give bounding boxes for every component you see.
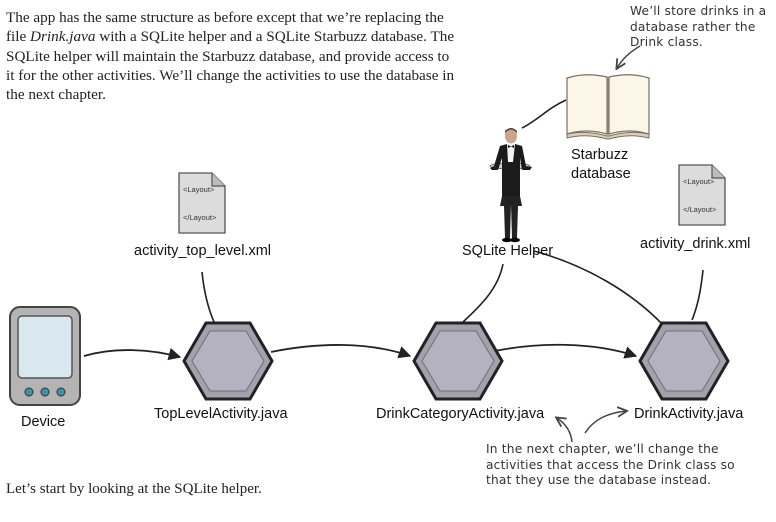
next-chapter-note: In the next chapter, we’ll change the ac… (486, 442, 735, 487)
database-book-icon (564, 70, 652, 140)
note-arrow-category (557, 418, 573, 443)
activity-hexagon-icon (410, 318, 506, 404)
connector-toplevel-layout (201, 271, 215, 323)
arrow-category-drink (494, 343, 638, 359)
intro-text-part1: The app has the same structure as before… (6, 9, 444, 46)
intro-paragraph: The app has the same structure as before… (6, 8, 456, 104)
activity-label: DrinkCategoryActivity.java (376, 406, 545, 422)
connector-drink-layout (691, 269, 704, 321)
database-note: We’ll store drinks in a database rather … (630, 4, 767, 49)
database-label: Starbuzz database (571, 146, 631, 184)
layout-tag-close: </Layout> (683, 205, 717, 214)
layout-file-label: activity_top_level.xml (134, 243, 271, 259)
device-icon (6, 304, 84, 408)
sqlite-helper-icon (480, 126, 542, 244)
note-arrow-drink (584, 411, 626, 434)
note-arrow-database (617, 45, 641, 68)
layout-tag-open: <Layout> (683, 177, 715, 186)
arrow-device-toplevel (83, 347, 182, 361)
layout-tag-open: <Layout> (183, 185, 215, 194)
layout-file-label: activity_drink.xml (640, 236, 751, 252)
connector-helper-category (462, 263, 504, 323)
database-label-line2: database (571, 166, 631, 182)
layout-file-icon: <Layout> </Layout> (676, 162, 728, 228)
connector-database-helper (521, 99, 567, 129)
arrow-toplevel-category (270, 344, 412, 359)
database-label-line1: Starbuzz (571, 147, 629, 163)
activity-hexagon-icon (180, 318, 276, 404)
outro-text: Let’s start by looking at the SQLite hel… (6, 481, 262, 497)
activity-hexagon-icon (636, 318, 732, 404)
sqlite-helper-label: SQLite Helper (462, 243, 554, 259)
activity-label: TopLevelActivity.java (154, 406, 288, 422)
intro-text-part2: with a SQLite helper and a SQLite Starbu… (6, 28, 455, 104)
layout-tag-close: </Layout> (183, 213, 217, 222)
connector-helper-drink (533, 250, 665, 327)
layout-file-icon: <Layout> </Layout> (176, 170, 228, 236)
device-label: Device (21, 414, 66, 430)
intro-filename: Drink.java (30, 28, 96, 46)
activity-label: DrinkActivity.java (634, 406, 744, 422)
